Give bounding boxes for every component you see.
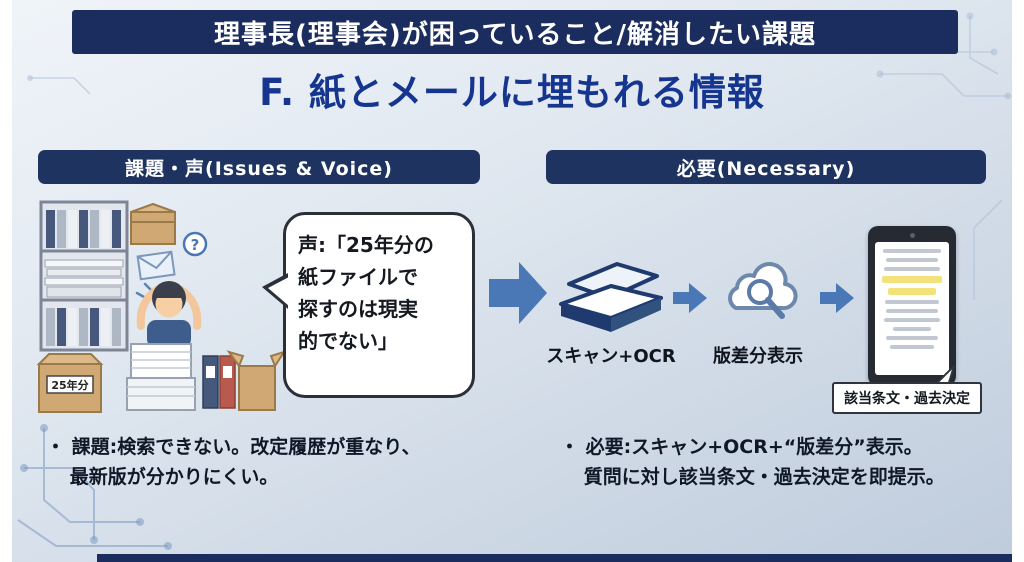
highlighted-text-line [881, 276, 943, 283]
bubble-line: 探すのは現実 [298, 297, 418, 321]
result-label-box: 該当条文・過去決定 [832, 382, 982, 414]
footer-accent-bar [97, 554, 1012, 562]
tablet-icon [868, 226, 956, 386]
paper-stacks [126, 343, 196, 411]
necessary-bullet-line1: ・ 必要:スキャン+OCR+“版差分”表示。 [560, 436, 923, 458]
issues-bullet: ・ 課題:検索できない。改定履歴が重なり、 最新版が分かりにくい。 [46, 432, 521, 493]
page-title: F. 紙とメールに埋もれる情報 [259, 71, 765, 114]
cluttered-office-illustration: ? 25年分 [36, 200, 285, 413]
necessary-panel-header: 必要(Necessary) [546, 150, 986, 184]
flow-arrow-icon [489, 262, 547, 324]
necessary-header-label: 必要(Necessary) [676, 157, 856, 180]
bubble-line: 紙ファイルで [298, 265, 418, 289]
result-callout-tail [934, 366, 955, 386]
issues-bullet-line2: 最新版が分かりにくい。 [69, 466, 279, 489]
highlighted-text-line [888, 288, 936, 295]
tablet-screen [875, 242, 949, 375]
bookshelf [39, 200, 129, 352]
cardboard-box-top [130, 202, 176, 245]
open-cardboard-box [226, 350, 285, 411]
speech-bubble: 声:「25年分の 紙ファイルで 探すのは現実 的でない」 [262, 212, 475, 398]
cloud-diff-search-icon [728, 262, 798, 319]
bubble-line: 的でない」 [298, 329, 398, 353]
stress-marks [135, 282, 153, 299]
svg-text:?: ? [191, 236, 200, 254]
flow-arrow-icon [820, 283, 854, 313]
title-bar: 理事長(理事会)が困っていること/解消したい課題 [72, 10, 958, 54]
necessary-bullet-line2: 質問に対し該当条文・過去決定を即提示。 [583, 466, 945, 489]
scan-ocr-label: スキャン+OCR [546, 346, 676, 367]
flow-arrow-icon [673, 283, 707, 313]
issues-panel-header: 課題・声(Issues & Voice) [38, 150, 480, 184]
issues-bullet-line1: ・ 課題:検索できない。改定履歴が重なり、 [46, 436, 421, 458]
question-mark-icon: ? [182, 231, 208, 257]
bubble-line: 声:「25年分の [298, 233, 434, 257]
svg-text:25年分: 25年分 [51, 378, 88, 392]
tablet-camera-dot [909, 233, 915, 238]
necessary-bullet: ・ 必要:スキャン+OCR+“版差分”表示。 質問に対し該当条文・過去決定を即提… [560, 432, 1005, 493]
envelope-icon [136, 250, 176, 281]
slide: 理事長(理事会)が困っていること/解消したい課題 F. 紙とメールに埋もれる情報… [12, 0, 1012, 562]
file-binders [202, 355, 236, 409]
version-diff-label: 版差分表示 [713, 346, 803, 367]
result-label: 該当条文・過去決定 [844, 391, 970, 407]
stressed-person [136, 281, 202, 348]
box-25-years: 25年分 [36, 353, 104, 413]
issues-header-label: 課題・声(Issues & Voice) [125, 157, 393, 180]
title-text: 理事長(理事会)が困っていること/解消したい課題 [214, 19, 816, 50]
scanner-icon [559, 262, 663, 332]
